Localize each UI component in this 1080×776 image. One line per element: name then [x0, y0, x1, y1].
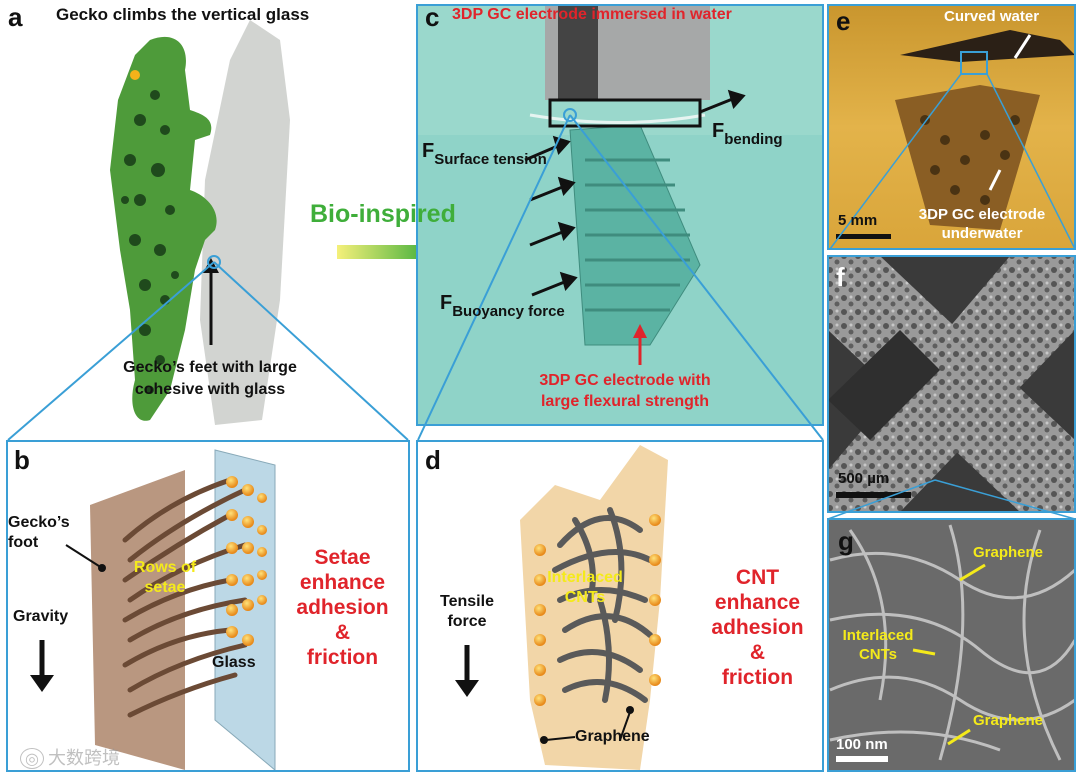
gecko-illustration	[110, 20, 290, 425]
f-buoyancy-label: FBuoyancy force	[440, 292, 565, 320]
setae-claim: Setae enhance adhesion & friction	[285, 545, 400, 670]
cnt-claim: CNT enhance adhesion & friction	[700, 565, 815, 690]
panel-f-frame	[827, 255, 1076, 513]
panel-d-frame	[416, 440, 824, 772]
interlaced-cnts-line2: CNTs	[564, 589, 606, 606]
rows-of-setae-label: Rows of setae	[120, 558, 210, 598]
f-surface-subscript: Surface tension	[434, 151, 547, 168]
panel-c-frame	[416, 4, 824, 426]
bio-inspired-arrow	[337, 245, 432, 259]
bio-inspired-label: Bio-inspired	[310, 200, 456, 228]
flexural-strength-label: 3DP GC electrode with large flexural str…	[505, 370, 745, 412]
panel-g-frame	[827, 518, 1076, 772]
setae-claim-line4: &	[334, 621, 351, 644]
panel-label-c: c	[425, 2, 440, 32]
bending-box	[548, 98, 702, 128]
watermark: ◎大数跨境	[20, 744, 120, 770]
scale-bar-g: 100 nm	[836, 736, 888, 753]
flexural-strength-line2: large flexural strength	[540, 393, 710, 410]
panel-c-title: 3DP GC electrode immersed in water	[452, 6, 732, 23]
f-bending-symbol: F	[712, 120, 725, 142]
gecko-foot-plate	[90, 470, 185, 770]
electrode-underwater-line2: underwater	[941, 225, 1023, 242]
panel-label-g: g	[838, 526, 854, 556]
graphene-label: Graphene	[575, 728, 650, 745]
electrode-underwater-label: 3DP GC electrode underwater	[892, 205, 1072, 243]
gecko-foot-label-line2: foot	[8, 534, 39, 551]
tensile-force-line1: Tensile	[440, 593, 494, 610]
interlaced-cnts-line1: Interlaced	[547, 569, 623, 586]
cnt-claim-line5: friction	[721, 666, 794, 689]
panel-label-d: d	[425, 445, 441, 475]
f-bending-subscript: bending	[724, 131, 783, 148]
panel-label-f: f	[836, 262, 845, 292]
setae-claim-line3: adhesion	[296, 596, 389, 619]
electrode-underwater-line1: 3DP GC electrode	[918, 206, 1046, 223]
f-bending-label: Fbending	[712, 120, 783, 148]
setae-claim-line1: Setae	[314, 546, 371, 569]
panel-label-e: e	[836, 6, 851, 36]
panel-b-frame	[6, 440, 410, 772]
tensile-force-line2: force	[447, 613, 487, 630]
glass-label: Glass	[212, 654, 256, 671]
setae-claim-line5: friction	[306, 646, 379, 669]
gecko-feet-caption-line1: Gecko’s feet with large	[123, 359, 297, 376]
interlaced-cnts-label: Interlaced CNTs	[535, 568, 635, 608]
panel-e-frame	[827, 4, 1076, 250]
panel-a-title: Gecko climbs the vertical glass	[56, 5, 310, 24]
graphene-top-label: Graphene	[973, 544, 1044, 561]
cnt-claim-line3: adhesion	[711, 616, 804, 639]
cnt-claim-line4: &	[749, 641, 766, 664]
panel-label-a: a	[8, 2, 23, 32]
gecko-foot-label-line1: Gecko’s	[8, 514, 70, 531]
f-buoyancy-subscript: Buoyancy force	[452, 303, 565, 320]
interlaced-cnts-g-label: Interlaced CNTs	[828, 626, 928, 664]
curved-water-label: Curved water	[944, 8, 1040, 25]
interlaced-cnts-g-line2: CNTs	[858, 646, 898, 663]
graphene-bottom-label: Graphene	[973, 712, 1044, 729]
setae-claim-line2: enhance	[299, 571, 386, 594]
gecko-foot-label: Gecko’s foot	[8, 513, 70, 553]
watermark-text: 大数跨境	[47, 748, 120, 769]
cnt-claim-line1: CNT	[735, 566, 780, 589]
f-surface-symbol: F	[422, 140, 435, 162]
f-buoyancy-symbol: F	[440, 292, 453, 314]
panel-label-b: b	[14, 445, 30, 475]
gecko-feet-caption-line2: cohesive with glass	[134, 381, 286, 398]
scale-bar-e: 5 mm	[838, 212, 878, 229]
watermark-logo-icon: ◎	[20, 748, 44, 769]
scale-bar-f: 500 µm	[838, 470, 890, 487]
interlaced-cnts-g-line1: Interlaced	[842, 627, 914, 644]
gravity-label: Gravity	[13, 608, 69, 625]
cnt-claim-line2: enhance	[714, 591, 801, 614]
flexural-strength-line1: 3DP GC electrode with	[539, 372, 711, 389]
rows-of-setae-line1: Rows of	[133, 559, 197, 576]
f-surface-tension-label: FSurface tension	[422, 140, 547, 168]
rows-of-setae-line2: setae	[144, 579, 186, 596]
tensile-force-label: Tensile force	[422, 592, 512, 632]
gecko-feet-caption: Gecko’s feet with large cohesive with gl…	[95, 357, 325, 401]
